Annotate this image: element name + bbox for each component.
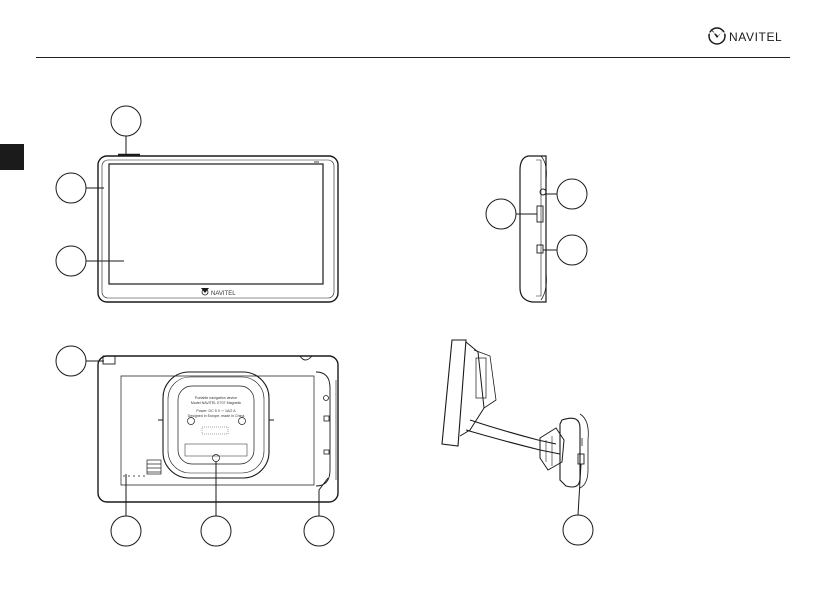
callout-reset (55, 345, 87, 377)
rear-label-line-2: Model NAVITEL E707 Magnetic (191, 401, 242, 405)
front-device-bezel (101, 159, 335, 299)
brand-logo: NAVITEL (706, 22, 796, 50)
usb-port (536, 244, 544, 254)
front-logo (201, 288, 209, 296)
rear-side-connectors (323, 395, 330, 455)
callout-side-ports (303, 515, 335, 547)
rear-recess (120, 375, 315, 486)
callout-holder-usb (562, 514, 594, 546)
front-screen (108, 163, 324, 285)
ball-joint (539, 427, 565, 471)
callout-speaker (110, 515, 142, 547)
callout-usb (556, 234, 588, 266)
section-side-tab (0, 144, 24, 170)
front-device-body (97, 155, 339, 303)
rear-view: Portable navigation device Model NAVITEL… (55, 345, 339, 547)
brand-name: NAVITEL (729, 30, 783, 44)
header-divider (36, 57, 790, 58)
callout-sd-card (485, 198, 517, 230)
callout-screen (55, 245, 87, 277)
suction-cup (441, 339, 467, 447)
callout-power (110, 105, 142, 137)
callout-headphone (556, 178, 588, 210)
rear-label-line-4: Designed in Europe, made in China (188, 414, 245, 418)
navitel-compass-logo-icon (708, 27, 726, 45)
side-view (485, 155, 588, 303)
headphone-jack (539, 188, 547, 196)
rear-device-body (97, 355, 339, 503)
mount-plate (158, 371, 274, 479)
rear-side-edge (315, 371, 331, 487)
speaker-grille (123, 459, 162, 477)
rear-label-line-3: Power: DC 5 V ⎓ 1A/2 A (196, 409, 236, 413)
callout-mount-socket (200, 515, 232, 547)
front-brand-text: NAVITEL (211, 291, 236, 297)
holder-usb-port (577, 453, 585, 465)
mount-view (441, 339, 594, 546)
callout-microphone (55, 172, 87, 204)
sd-card-slot (536, 205, 544, 223)
side-device-body (519, 155, 547, 303)
rear-label-line-1: Portable navigation device (195, 396, 237, 400)
front-view: NAVITEL (55, 105, 339, 303)
